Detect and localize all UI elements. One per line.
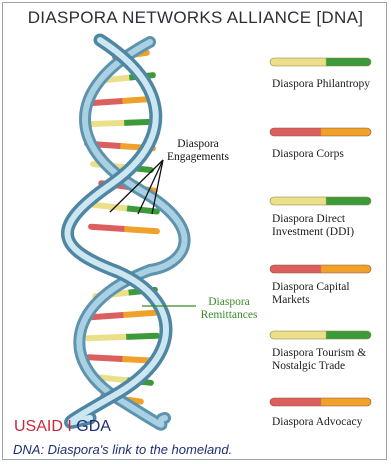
legend-bar-advocacy bbox=[270, 398, 371, 406]
usaid-wordmark: USAID bbox=[14, 418, 63, 435]
legend-bar-ddi bbox=[270, 197, 371, 205]
legend-label-advocacy: Diaspora Advocacy bbox=[272, 416, 362, 429]
base-pair bbox=[84, 333, 160, 342]
legend-bar-tourism bbox=[270, 331, 371, 339]
legend-label-philantropy: Diaspora Philantropy bbox=[272, 78, 370, 91]
legend-bar-corps bbox=[270, 128, 371, 136]
base-pair bbox=[88, 223, 160, 234]
legend-label-corps: Diaspora Corps bbox=[272, 148, 344, 161]
base-pair bbox=[82, 119, 158, 128]
base-pair bbox=[86, 201, 160, 215]
engagements-callout-label: Diaspora Engagements bbox=[158, 138, 238, 164]
legend-label-capital: Diaspora Capital Markets bbox=[272, 281, 350, 307]
figure-caption: DNA: Diaspora's link to the homeland. bbox=[13, 442, 232, 457]
legend-bar-capital bbox=[270, 265, 371, 273]
legend-label-tourism: Diaspora Tourism & Nostalgic Trade bbox=[272, 347, 366, 373]
remittances-callout-label: Diaspora Remittances bbox=[194, 296, 264, 322]
brand-separator: I bbox=[67, 418, 71, 435]
legend-label-ddi: Diaspora Direct Investment (DDI) bbox=[272, 213, 354, 239]
gda-wordmark: GDA bbox=[76, 418, 111, 435]
usaid-gda-logo: USAID I GDA bbox=[14, 418, 111, 436]
legend-bar-philantropy bbox=[270, 58, 371, 66]
